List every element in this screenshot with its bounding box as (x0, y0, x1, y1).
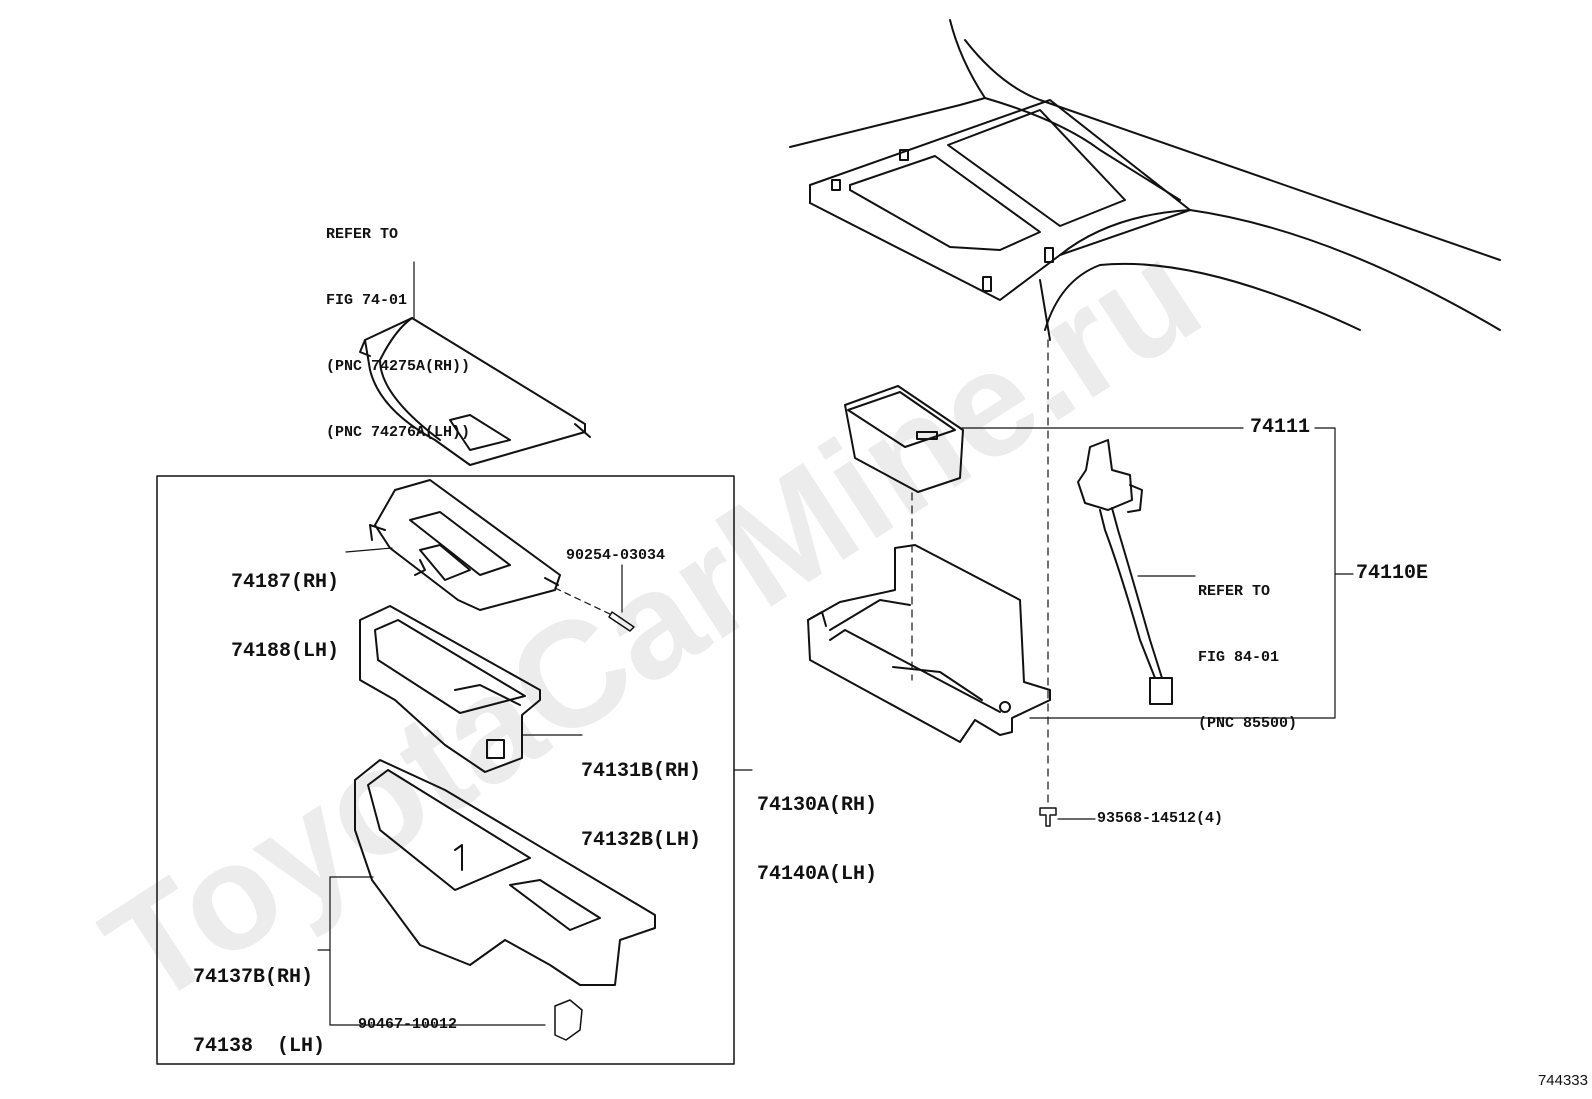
center-console-drawing (789, 19, 1501, 341)
label-90254: 90254-03034 (566, 547, 666, 564)
part-74130: 74130A(RH) (757, 794, 878, 817)
pin-90254-03034 (608, 611, 635, 632)
refer-right-line2: FIG 84-01 (1198, 649, 1280, 666)
label-90467: 90467-10012 (358, 1016, 458, 1033)
cigarette-lighter-drawing (1077, 439, 1173, 705)
part-74111-drawing (844, 385, 964, 493)
part-74137: 74137B(RH) (193, 966, 314, 989)
label-93568: 93568-14512(4) (1097, 810, 1224, 827)
part-74131-drawing (359, 605, 541, 773)
label-74110: 74110E (1356, 562, 1429, 585)
refer-top-label: REFER TO FIG 74-01 (PNC 74275A(RH)) (PNC… (326, 180, 470, 466)
leader-74137-bracket (329, 876, 546, 1026)
part-74187: 74187(RH) (231, 571, 340, 594)
label-74111: 74111 (1250, 416, 1311, 439)
part-74140: 74140A(LH) (757, 863, 878, 886)
refer-right-label: REFER TO FIG 84-01 (PNC 85500) (1198, 537, 1297, 757)
label-74130: 74130A(RH) 74140A(LH) (757, 748, 877, 909)
label-74137: 74137B(RH) 74138 (LH) (193, 920, 325, 1081)
refer-top-line4: (PNC 74276A(LH)) (326, 424, 471, 441)
label-74131: 74131B(RH) 74132B(LH) (581, 714, 701, 875)
part-74110-drawing (807, 544, 1051, 743)
label-74187: 74187(RH) 74188(LH) (231, 525, 339, 686)
part-74131: 74131B(RH) (581, 760, 702, 783)
refer-top-line2: FIG 74-01 (326, 292, 408, 309)
leader-right-bracket (1029, 427, 1336, 719)
leader-90254-dash (554, 587, 613, 616)
part-74187-drawing (369, 479, 561, 611)
refer-right-line1: REFER TO (1198, 583, 1271, 600)
clip-90467-10012 (554, 999, 583, 1041)
refer-top-line1: REFER TO (326, 226, 399, 243)
figure-number: 744333 (1537, 1072, 1588, 1089)
leader-74187 (345, 547, 393, 553)
part-74137-drawing (354, 759, 656, 986)
part-74138: 74138 (LH) (193, 1035, 326, 1058)
refer-top-line3: (PNC 74275A(RH)) (326, 358, 471, 375)
console-lid-drawing (359, 317, 591, 466)
refer-right-line3: (PNC 85500) (1198, 715, 1298, 732)
screw-93568-14512 (1039, 807, 1057, 827)
part-74132: 74132B(LH) (581, 829, 702, 852)
part-74188: 74188(LH) (231, 640, 340, 663)
